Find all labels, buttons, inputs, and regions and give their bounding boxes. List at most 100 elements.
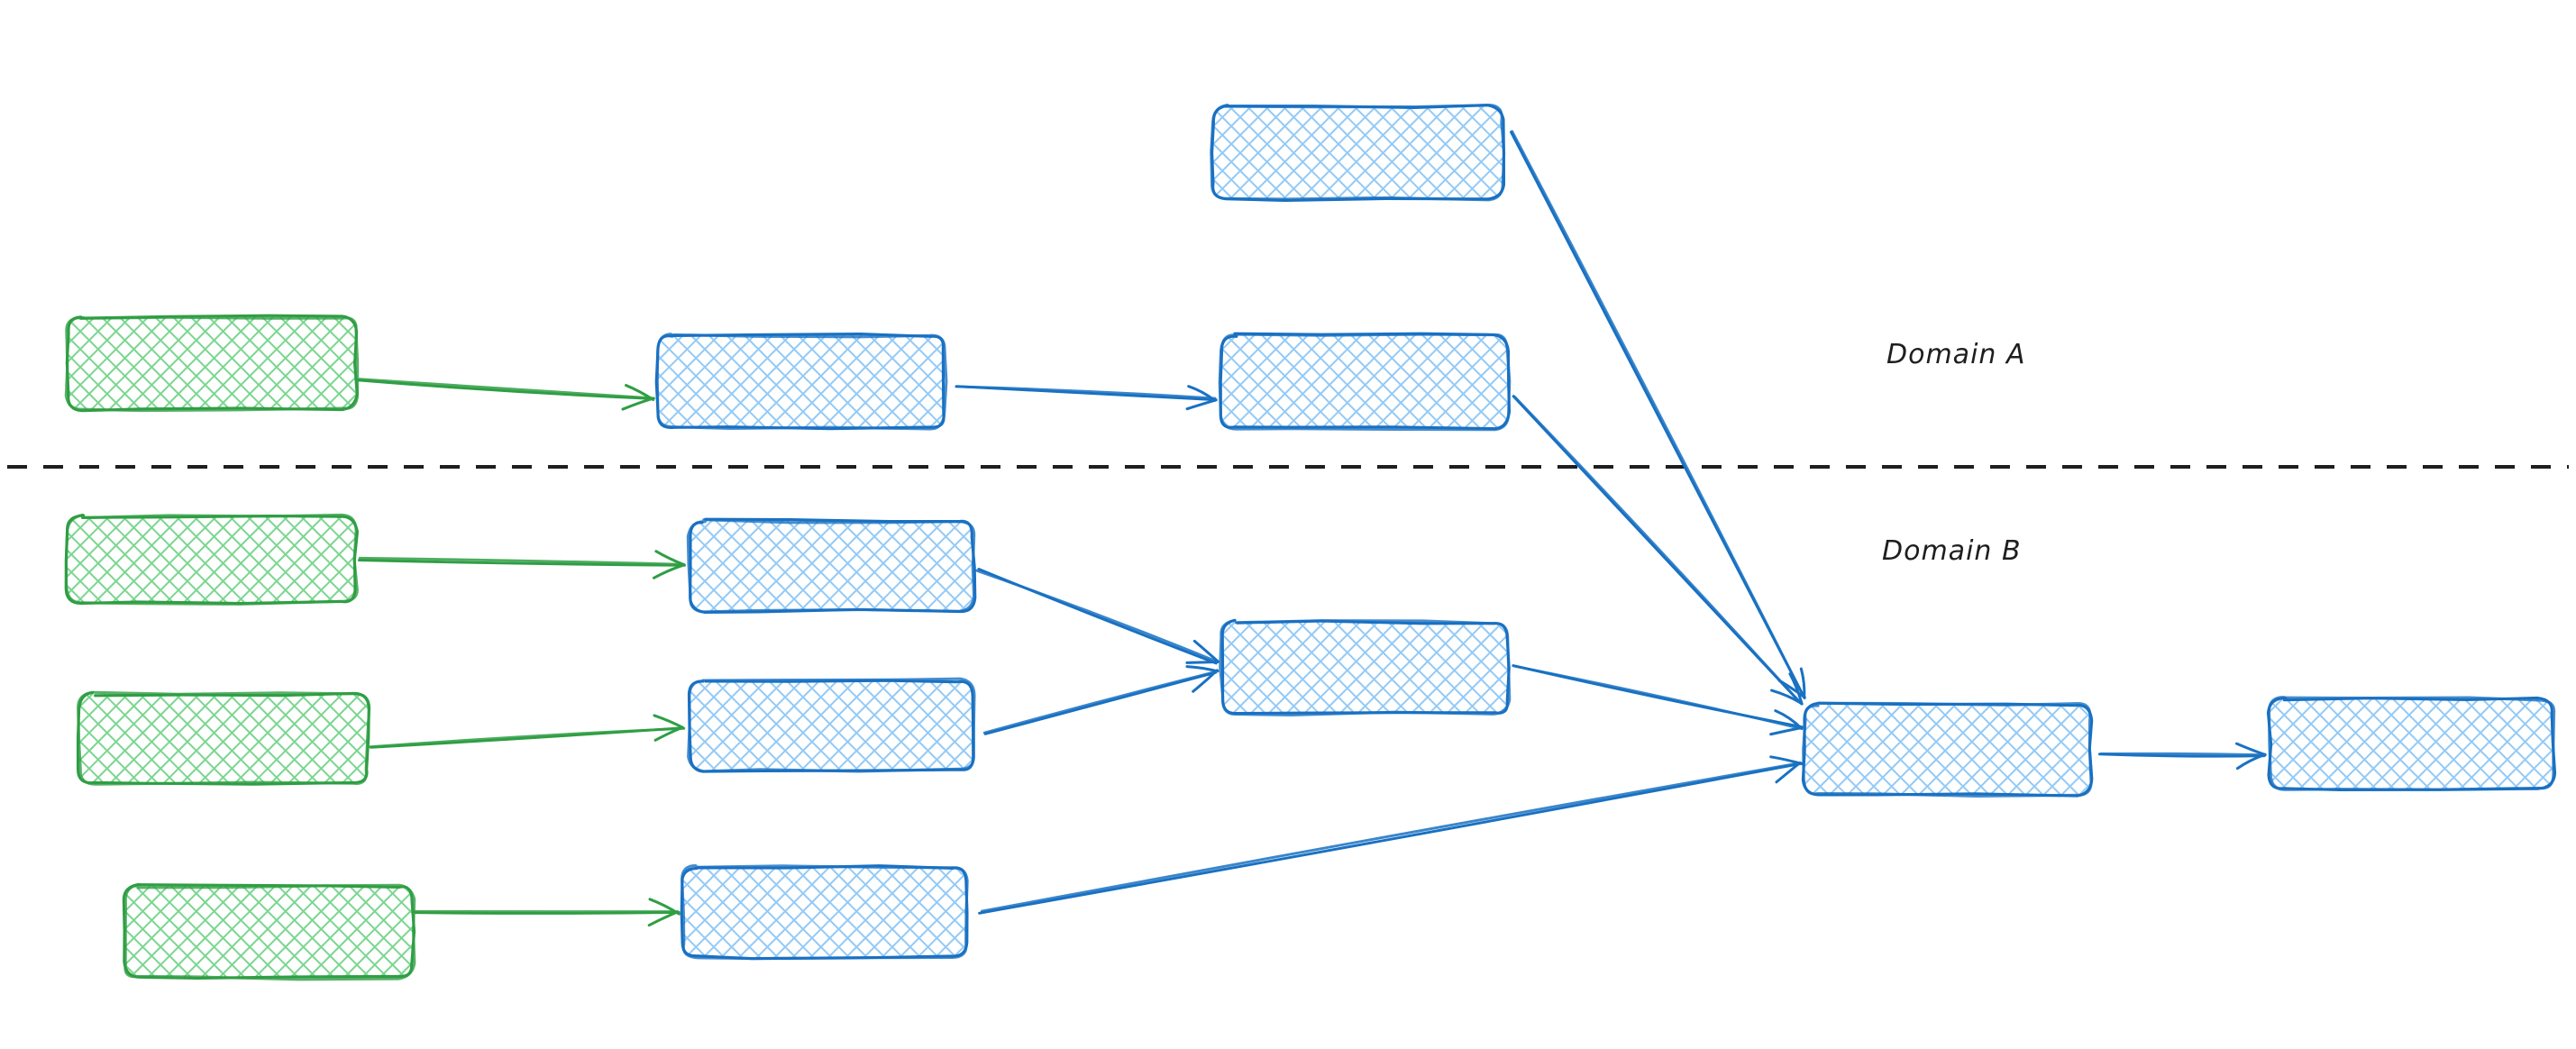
node-fill xyxy=(1804,705,2091,795)
node-a-src-1[interactable] xyxy=(64,314,360,413)
node-hit-b-mid-2[interactable] xyxy=(690,680,973,771)
node-outline xyxy=(1210,103,1506,202)
node-outline xyxy=(123,883,416,981)
edge-shaft xyxy=(978,762,1804,915)
node-fill xyxy=(682,867,966,957)
node-fill xyxy=(690,521,973,611)
node-outline xyxy=(655,333,948,431)
node-hit-b-out-1[interactable] xyxy=(2270,698,2553,789)
edge-arrowhead xyxy=(653,714,685,730)
node-outline xyxy=(687,677,976,773)
edge-b-hub-to-b-out-1[interactable] xyxy=(2097,742,2267,771)
node-b-src-1[interactable] xyxy=(64,513,360,606)
node-hit-b-agg-1[interactable] xyxy=(1221,622,1508,714)
edge-shaft xyxy=(358,556,686,566)
edge-shaft xyxy=(980,762,1802,913)
node-fill xyxy=(68,516,356,603)
node-hit-a-top-1[interactable] xyxy=(1212,106,1503,199)
edge-shaft xyxy=(1512,395,1802,704)
edge-shaft xyxy=(358,559,686,567)
edge-arrowhead xyxy=(1775,762,1802,784)
node-outline xyxy=(77,690,371,786)
edge-b-agg-1-to-b-hub[interactable] xyxy=(1512,664,1804,736)
edge-shaft xyxy=(1512,664,1802,730)
edge-a-mid-2-to-b-hub[interactable] xyxy=(1512,395,1804,706)
node-b-mid-2[interactable] xyxy=(687,677,976,773)
edge-a-mid-1-to-a-mid-2[interactable] xyxy=(955,385,1218,411)
node-hit-b-mid-1[interactable] xyxy=(690,521,973,611)
edge-arrowhead xyxy=(1774,709,1804,731)
node-outline xyxy=(64,315,360,413)
node-b-src-2[interactable] xyxy=(76,690,371,786)
node-fill xyxy=(79,694,368,784)
node-fill xyxy=(1221,622,1508,714)
edge-b-mid-1-to-b-agg-1[interactable] xyxy=(975,568,1219,665)
edge-arrowhead xyxy=(1192,639,1219,663)
edge-arrowhead xyxy=(1788,672,1804,706)
node-b-hub[interactable] xyxy=(1801,701,2094,798)
node-a-mid-1[interactable] xyxy=(654,333,948,431)
node-outline xyxy=(1802,701,2093,798)
node-fill xyxy=(2270,698,2553,789)
node-outline xyxy=(64,513,359,606)
edge-arrowhead xyxy=(653,725,684,742)
node-hit-b-mid-3[interactable] xyxy=(682,867,966,957)
edge-arrowhead xyxy=(1769,755,1804,766)
edge-b-src-1-to-b-mid-1[interactable] xyxy=(358,550,686,579)
edge-shaft xyxy=(1511,130,1805,699)
node-b-out-1[interactable] xyxy=(2266,696,2557,791)
edge-shaft xyxy=(975,569,1219,663)
edge-arrowhead xyxy=(652,564,684,579)
node-fill xyxy=(124,886,413,978)
node-hit-a-src-1[interactable] xyxy=(68,317,356,409)
node-outline xyxy=(1219,618,1512,717)
edge-arrowhead xyxy=(1185,660,1219,664)
node-a-mid-2[interactable] xyxy=(1218,332,1512,432)
node-outline xyxy=(2267,696,2556,791)
node-b-mid-3[interactable] xyxy=(680,864,969,961)
node-hit-b-src-3[interactable] xyxy=(124,886,413,978)
node-fill xyxy=(658,335,945,428)
edge-arrowhead xyxy=(2235,753,2267,771)
node-fill xyxy=(690,680,973,771)
edge-arrowhead xyxy=(1185,398,1218,411)
node-hit-a-mid-1[interactable] xyxy=(658,335,945,428)
edge-arrowhead xyxy=(2234,742,2267,757)
edge-arrowhead xyxy=(1769,726,1803,736)
node-outline xyxy=(1218,333,1512,432)
edge-arrowhead xyxy=(1185,665,1218,672)
node-outline xyxy=(681,864,969,961)
node-outline xyxy=(686,518,976,614)
node-hit-b-hub[interactable] xyxy=(1804,705,2091,795)
edge-b-mid-3-to-b-hub[interactable] xyxy=(978,755,1804,915)
edge-a-top-1-to-b-hub[interactable] xyxy=(1510,130,1806,700)
node-b-mid-1[interactable] xyxy=(686,517,977,614)
node-hit-b-src-2[interactable] xyxy=(79,694,368,784)
node-fill xyxy=(68,317,356,409)
node-b-agg-1[interactable] xyxy=(1219,618,1512,717)
edge-arrowhead xyxy=(625,384,655,401)
edge-shaft xyxy=(2099,752,2264,757)
edge-arrowhead xyxy=(621,397,655,411)
edge-arrowhead xyxy=(1187,385,1217,402)
node-fill xyxy=(1212,106,1503,199)
edge-arrowhead xyxy=(1192,669,1219,693)
node-a-top-1[interactable] xyxy=(1210,103,1506,203)
node-b-src-3[interactable] xyxy=(122,882,416,981)
edge-b-src-3-to-b-mid-3[interactable] xyxy=(414,898,681,927)
edge-arrowhead xyxy=(1799,667,1806,699)
edge-b-mid-2-to-b-agg-1[interactable] xyxy=(982,665,1219,735)
node-hit-b-src-1[interactable] xyxy=(68,516,356,603)
edge-shaft xyxy=(955,385,1217,400)
node-hit-a-mid-2[interactable] xyxy=(1221,335,1508,428)
edge-a-src-1-to-a-mid-1[interactable] xyxy=(355,378,655,411)
domain-a-label: Domain A xyxy=(1886,339,2026,370)
edge-arrowhead xyxy=(648,898,681,916)
node-fill xyxy=(1221,335,1508,428)
edge-b-src-2-to-b-mid-2[interactable] xyxy=(369,714,686,749)
edge-shaft xyxy=(369,726,686,749)
domain-b-label: Domain B xyxy=(1882,535,2022,567)
edge-shaft xyxy=(982,670,1219,734)
edge-arrowhead xyxy=(654,550,686,567)
